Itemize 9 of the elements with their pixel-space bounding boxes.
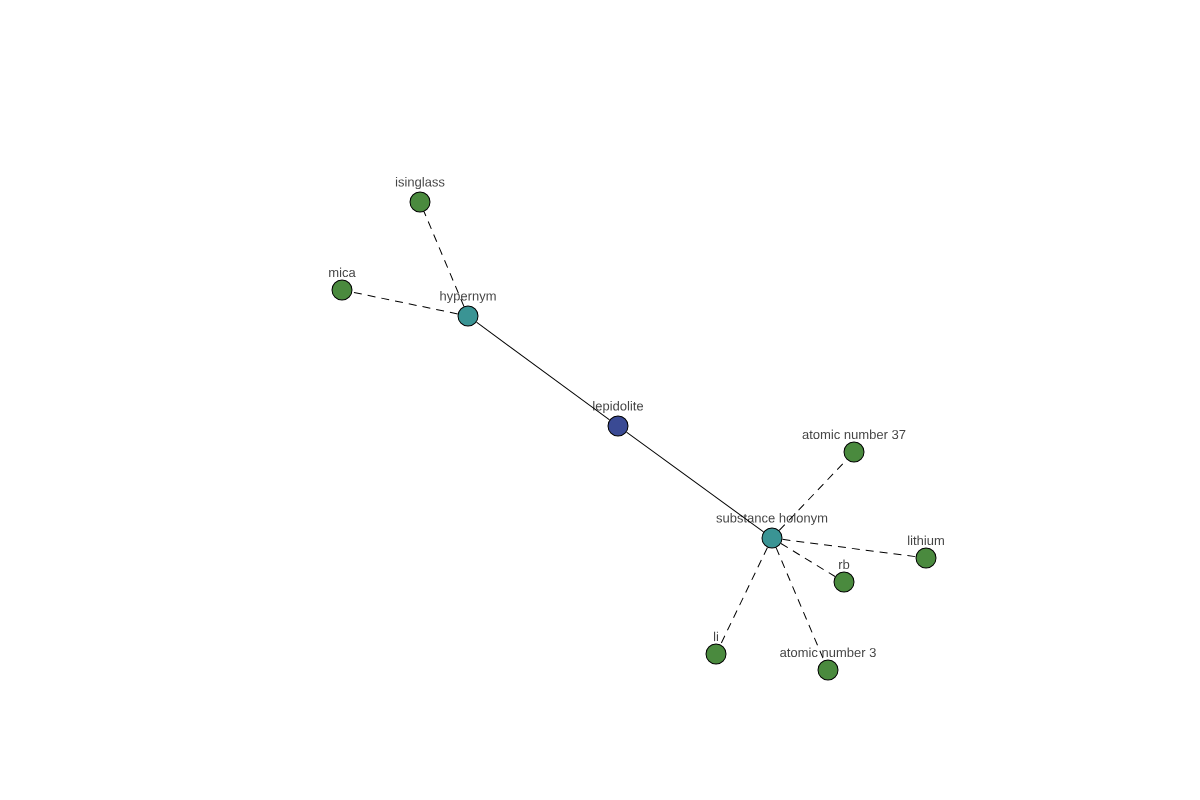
connector-line [778, 459, 848, 531]
connector-line [720, 546, 768, 646]
connector-line [626, 431, 764, 533]
connector-line [775, 547, 825, 661]
connector-line [780, 543, 836, 578]
connector-line [351, 291, 459, 315]
connector-line [781, 538, 917, 558]
connector-line [423, 211, 465, 307]
connector-line [476, 321, 611, 421]
